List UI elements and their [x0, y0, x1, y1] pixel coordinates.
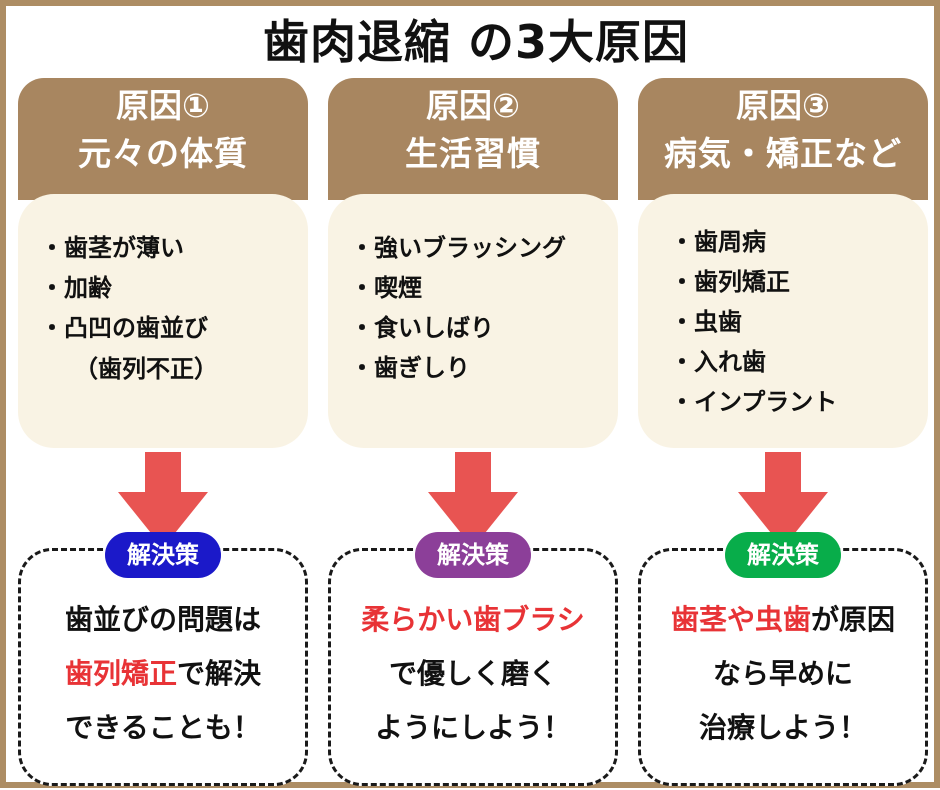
solution-line: できることも！ — [21, 701, 305, 755]
solution-highlight: 歯茎や虫歯 — [670, 603, 811, 636]
solution-line: 歯茎や虫歯が原因 — [641, 593, 925, 647]
solution-badge-1: 解決策 — [105, 532, 221, 578]
down-arrow-icon — [428, 452, 518, 548]
bullet: ・ — [40, 314, 64, 342]
cause-name-1: 元々の体質 — [78, 134, 248, 173]
list-item-text: 喫煙 — [374, 274, 422, 302]
solution-line: なら早めに — [641, 647, 925, 701]
bullet: ・ — [350, 234, 374, 262]
list-item-subtext: （歯列不正） — [74, 355, 218, 383]
bullet: ・ — [350, 354, 374, 382]
list-item-text: 入れ歯 — [694, 348, 766, 376]
list-item: ・インプラント — [670, 382, 928, 422]
list-item-text: 虫歯 — [694, 308, 742, 336]
solution-line: 治療しよう！ — [641, 701, 925, 755]
cause-list-3: ・歯周病 ・歯列矯正 ・虫歯 ・入れ歯 ・インプラント — [670, 222, 928, 422]
list-item-text: インプラント — [694, 388, 838, 416]
cause-card-3: ・歯周病 ・歯列矯正 ・虫歯 ・入れ歯 ・インプラント — [638, 194, 928, 448]
bullet: ・ — [670, 388, 694, 416]
cause-number-3: 原因③ — [736, 86, 830, 125]
list-item-text: 歯周病 — [694, 228, 766, 256]
cause-column-2: 原因② 生活習慣 ・強いブラッシング ・喫煙 ・食いしばり ・歯ぎしり 柔らかい… — [328, 78, 618, 790]
cause-column-3: 原因③ 病気・矯正など ・歯周病 ・歯列矯正 ・虫歯 ・入れ歯 ・インプラント … — [638, 78, 928, 790]
bullet: ・ — [670, 348, 694, 376]
solution-text: ようにしよう！ — [374, 711, 571, 744]
solution-line: 歯列矯正で解決 — [21, 647, 305, 701]
solution-highlight: 歯列矯正 — [64, 657, 177, 690]
solution-badge-3: 解決策 — [725, 532, 841, 578]
solution-badge-2: 解決策 — [415, 532, 531, 578]
cause-name-3: 病気・矯正など — [664, 134, 902, 173]
down-arrow-icon — [118, 452, 208, 548]
solution-highlight: 柔らかい歯ブラシ — [361, 603, 585, 636]
cause-column-1: 原因① 元々の体質 ・歯茎が薄い ・加齢 ・凸凹の歯並び（歯列不正） 歯並びの問… — [18, 78, 308, 790]
list-item-text: 歯列矯正 — [694, 268, 790, 296]
cause-header-2: 原因② 生活習慣 — [328, 78, 618, 200]
cause-card-2: ・強いブラッシング ・喫煙 ・食いしばり ・歯ぎしり — [328, 194, 618, 448]
list-item: ・歯茎が薄い — [40, 228, 308, 268]
solution-box-3: 歯茎や虫歯が原因 なら早めに 治療しよう！ — [638, 548, 928, 786]
cause-number-1: 原因① — [116, 86, 210, 125]
solution-text: で優しく磨く — [388, 657, 557, 690]
bullet: ・ — [40, 274, 64, 302]
cause-card-1: ・歯茎が薄い ・加齢 ・凸凹の歯並び（歯列不正） — [18, 194, 308, 448]
list-item-text: 凸凹の歯並び — [64, 314, 208, 342]
bullet: ・ — [40, 234, 64, 262]
list-item: ・歯周病 — [670, 222, 928, 262]
bullet: ・ — [350, 314, 374, 342]
bullet: ・ — [350, 274, 374, 302]
down-arrow-icon — [738, 452, 828, 548]
list-item-text: 歯茎が薄い — [64, 234, 184, 262]
bullet: ・ — [670, 228, 694, 256]
list-item: ・喫煙 — [350, 268, 618, 308]
list-item: ・凸凹の歯並び （歯列不正） — [40, 308, 308, 390]
list-item: ・強いブラッシング — [350, 228, 618, 268]
cause-name-2: 生活習慣 — [405, 134, 541, 173]
solution-line: で優しく磨く — [331, 647, 615, 701]
solution-text: で解決 — [177, 657, 262, 690]
list-item-text: 歯ぎしり — [374, 354, 470, 382]
solution-box-1: 歯並びの問題は 歯列矯正で解決 できることも！ — [18, 548, 308, 786]
cause-header-3: 原因③ 病気・矯正など — [638, 78, 928, 200]
list-item-text: 食いしばり — [374, 314, 494, 342]
list-item-text: 強いブラッシング — [374, 234, 566, 262]
solution-text: が原因 — [811, 603, 896, 636]
list-item: ・虫歯 — [670, 302, 928, 342]
solution-text: 歯並びの問題は — [64, 603, 261, 636]
solution-text: 治療しよう！ — [698, 711, 867, 744]
list-item: ・食いしばり — [350, 308, 618, 348]
cause-list-2: ・強いブラッシング ・喫煙 ・食いしばり ・歯ぎしり — [350, 228, 618, 388]
cause-header-1: 原因① 元々の体質 — [18, 78, 308, 200]
bullet: ・ — [670, 268, 694, 296]
list-item: ・加齢 — [40, 268, 308, 308]
solution-text: なら早めに — [712, 657, 853, 690]
solution-text: できることも！ — [65, 711, 261, 744]
cause-list-1: ・歯茎が薄い ・加齢 ・凸凹の歯並び（歯列不正） — [40, 228, 308, 390]
page-title: 歯肉退縮 の3大原因 — [262, 15, 690, 69]
list-item-text: 加齢 — [64, 274, 112, 302]
solution-box-2: 柔らかい歯ブラシ で優しく磨く ようにしよう！ — [328, 548, 618, 786]
solution-line: 歯並びの問題は — [21, 593, 305, 647]
list-item: ・歯列矯正 — [670, 262, 928, 302]
list-item: ・入れ歯 — [670, 342, 928, 382]
bullet: ・ — [670, 308, 694, 336]
list-item: ・歯ぎしり — [350, 348, 618, 388]
cause-number-2: 原因② — [426, 86, 520, 125]
solution-line: 柔らかい歯ブラシ — [331, 593, 615, 647]
solution-line: ようにしよう！ — [331, 701, 615, 755]
